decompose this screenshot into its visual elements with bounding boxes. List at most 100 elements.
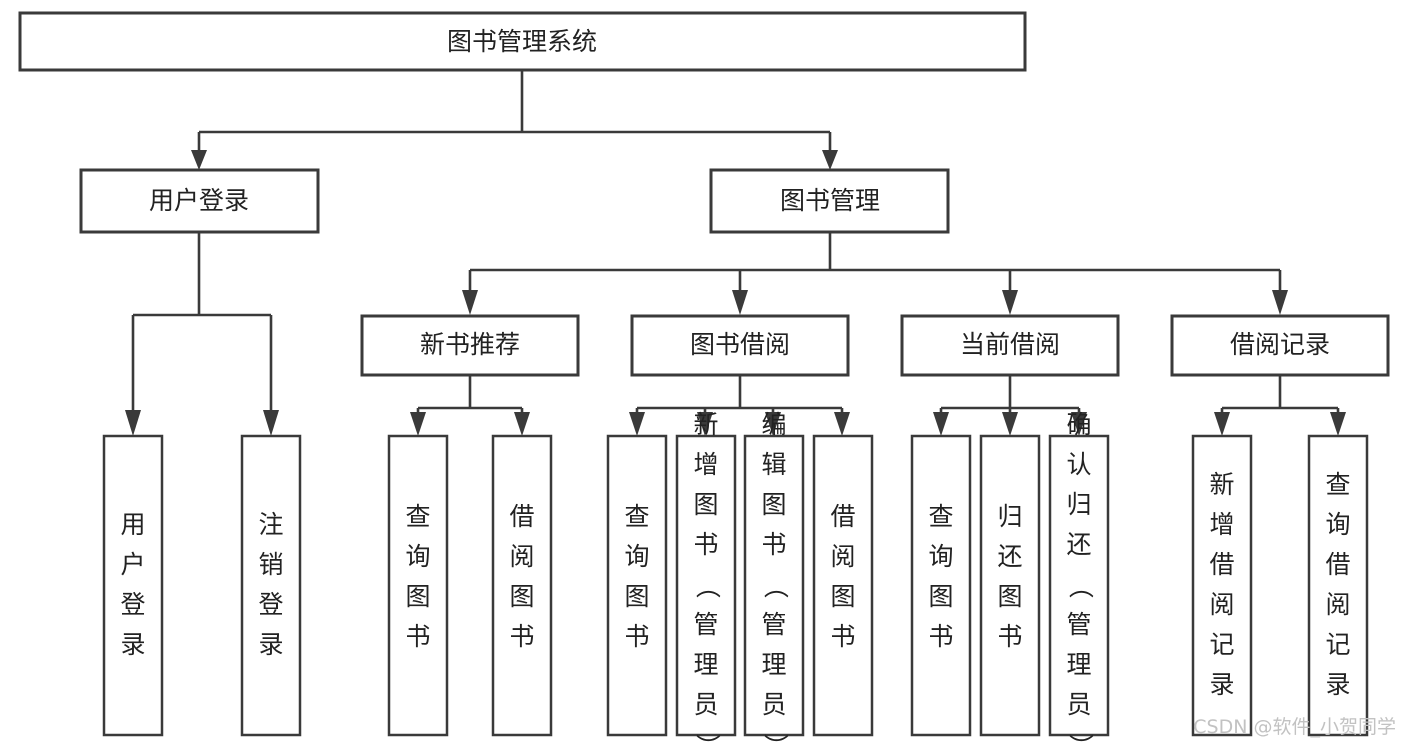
node-borrow-record[interactable]: 借阅记录 xyxy=(1170,314,1390,377)
node-leaf-edit-book-box[interactable] xyxy=(743,434,805,737)
node-system-label: 图书管理系统 xyxy=(447,27,597,56)
arrowhead-leaf-query-record xyxy=(1330,412,1346,436)
node-new-book-recommend[interactable]: 新书推荐 xyxy=(360,314,580,377)
vertical-char: 借 xyxy=(509,502,534,531)
vertical-char: 书 xyxy=(405,622,430,651)
node-leaf-logout-box[interactable] xyxy=(240,434,302,737)
vertical-char: 注 xyxy=(258,510,283,539)
vertical-char: 管 xyxy=(693,610,718,639)
vertical-char: 书 xyxy=(761,530,786,559)
node-leaf-confirm-return-box[interactable] xyxy=(1048,434,1110,737)
node-leaf-add-book-box[interactable] xyxy=(675,434,737,737)
node-book-borrow-box[interactable] xyxy=(630,314,850,377)
vertical-char: 录 xyxy=(258,630,283,659)
vertical-char: 查 xyxy=(405,502,430,531)
arrowhead-user-login xyxy=(191,150,207,170)
node-leaf-user-login[interactable]: 用户登录 xyxy=(102,434,164,737)
vertical-char: 图 xyxy=(830,582,855,611)
arrowhead-leaf-query-book-2 xyxy=(629,412,645,436)
vertical-char: 增 xyxy=(693,450,718,479)
node-system-box[interactable] xyxy=(18,11,1027,72)
node-user-login[interactable]: 用户登录 xyxy=(79,168,320,234)
vertical-char: 录 xyxy=(1209,670,1234,699)
node-book-borrow-label: 图书借阅 xyxy=(690,330,790,359)
node-user-login-label: 用户登录 xyxy=(149,186,249,215)
node-leaf-borrow-book-1-box[interactable] xyxy=(491,434,553,737)
vertical-char: 增 xyxy=(1209,510,1234,539)
arrowhead-leaf-query-book-3 xyxy=(933,412,949,436)
vertical-char: 询 xyxy=(1325,510,1350,539)
vertical-char: 图 xyxy=(928,582,953,611)
vertical-char: 还 xyxy=(1066,530,1091,559)
node-leaf-add-record-box[interactable] xyxy=(1191,434,1253,737)
vertical-char: 归 xyxy=(1066,490,1091,519)
node-current-borrow[interactable]: 当前借阅 xyxy=(900,314,1120,377)
vertical-char: 录 xyxy=(1325,670,1350,699)
node-leaf-query-book-3-box[interactable] xyxy=(910,434,972,737)
vertical-char: 还 xyxy=(997,542,1022,571)
node-leaf-query-record-box[interactable] xyxy=(1307,434,1369,737)
vertical-char: 理 xyxy=(693,650,718,679)
node-book-management-box[interactable] xyxy=(709,168,950,234)
vertical-char: 登 xyxy=(258,590,283,619)
vertical-char: 用 xyxy=(120,510,145,539)
vertical-char: 理 xyxy=(1066,650,1091,679)
node-leaf-borrow-book-2-box[interactable] xyxy=(812,434,874,737)
vertical-char: 询 xyxy=(624,542,649,571)
node-current-borrow-label: 当前借阅 xyxy=(960,330,1060,359)
node-new-book-recommend-label: 新书推荐 xyxy=(420,330,520,359)
node-leaf-return-book-box[interactable] xyxy=(979,434,1041,737)
node-borrow-record-box[interactable] xyxy=(1170,314,1390,377)
vertical-char: ） xyxy=(1066,733,1095,747)
arrowhead-leaf-user-login xyxy=(125,410,141,436)
node-book-borrow[interactable]: 图书借阅 xyxy=(630,314,850,377)
vertical-char: 图 xyxy=(509,582,534,611)
node-book-management-label: 图书管理 xyxy=(780,186,880,215)
vertical-char: 辑 xyxy=(761,450,786,479)
vertical-char: 员 xyxy=(693,690,718,719)
node-system[interactable]: 图书管理系统 xyxy=(18,11,1027,72)
node-new-book-recommend-box[interactable] xyxy=(360,314,580,377)
vertical-char: 管 xyxy=(761,610,786,639)
vertical-char: 阅 xyxy=(509,542,534,571)
node-user-login-box[interactable] xyxy=(79,168,320,234)
arrowhead-leaf-query-book-1 xyxy=(410,412,426,436)
node-leaf-user-login-box[interactable] xyxy=(102,434,164,737)
vertical-char: 管 xyxy=(1066,610,1091,639)
node-current-borrow-box[interactable] xyxy=(900,314,1120,377)
vertical-char: 书 xyxy=(624,622,649,651)
vertical-char: 图 xyxy=(405,582,430,611)
arrowhead-book-management xyxy=(822,150,838,170)
vertical-char: 询 xyxy=(405,542,430,571)
vertical-char: ） xyxy=(693,733,722,747)
node-leaf-query-book-2-box[interactable] xyxy=(606,434,668,737)
vertical-char: 新 xyxy=(693,410,718,439)
vertical-char: 阅 xyxy=(830,542,855,571)
vertical-char: 确 xyxy=(1066,410,1091,439)
arrowhead-leaf-confirm-return xyxy=(1071,412,1087,436)
node-leaf-query-book-1-box[interactable] xyxy=(387,434,449,737)
vertical-char: 阅 xyxy=(1325,590,1350,619)
node-book-management[interactable]: 图书管理 xyxy=(709,168,950,234)
arrowhead-borrow-record xyxy=(1272,290,1288,315)
